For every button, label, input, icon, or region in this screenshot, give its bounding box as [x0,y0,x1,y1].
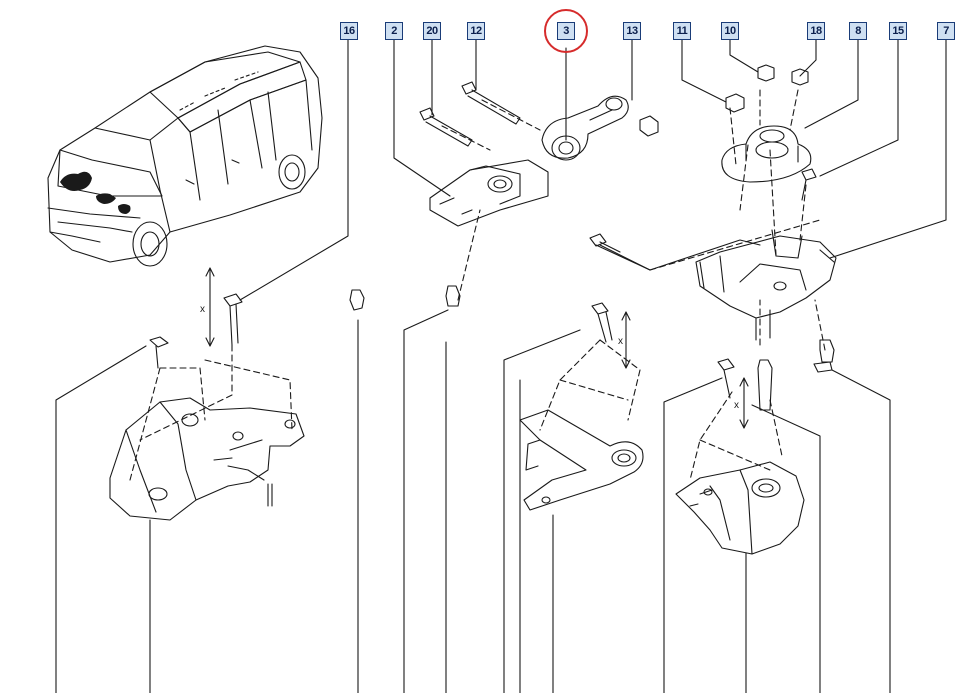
part-8-mount [721,125,812,183]
callout-2[interactable]: 2 [385,22,403,40]
callout-10[interactable]: 10 [721,22,739,40]
callout-8[interactable]: 8 [849,22,867,40]
part-2-bracket [429,159,549,227]
callout-13[interactable]: 13 [623,22,641,40]
dimension-label-left: x [200,304,205,315]
callout-11[interactable]: 11 [673,22,691,40]
part-3-torque-link [541,95,659,161]
vehicle-engine-marks [60,171,131,214]
callout-12[interactable]: 12 [467,22,485,40]
left-bracket [109,397,305,521]
dimension-label-middle: x [618,336,623,347]
callout-15[interactable]: 15 [889,22,907,40]
callout-20[interactable]: 20 [423,22,441,40]
vehicle-illustration [47,45,323,267]
assembly-guides [129,89,826,481]
leader-lines [55,39,947,693]
dimension-arrows [205,267,749,429]
callout-18[interactable]: 18 [807,22,825,40]
part-7-support [695,229,837,341]
highlight-ring-part-3 [544,9,588,53]
callout-16[interactable]: 16 [340,22,358,40]
callout-7[interactable]: 7 [937,22,955,40]
dimension-label-right: x [734,400,739,411]
bolts-top [149,64,835,411]
lower-torque-arm [519,409,644,511]
right-lower-mount [675,461,805,555]
